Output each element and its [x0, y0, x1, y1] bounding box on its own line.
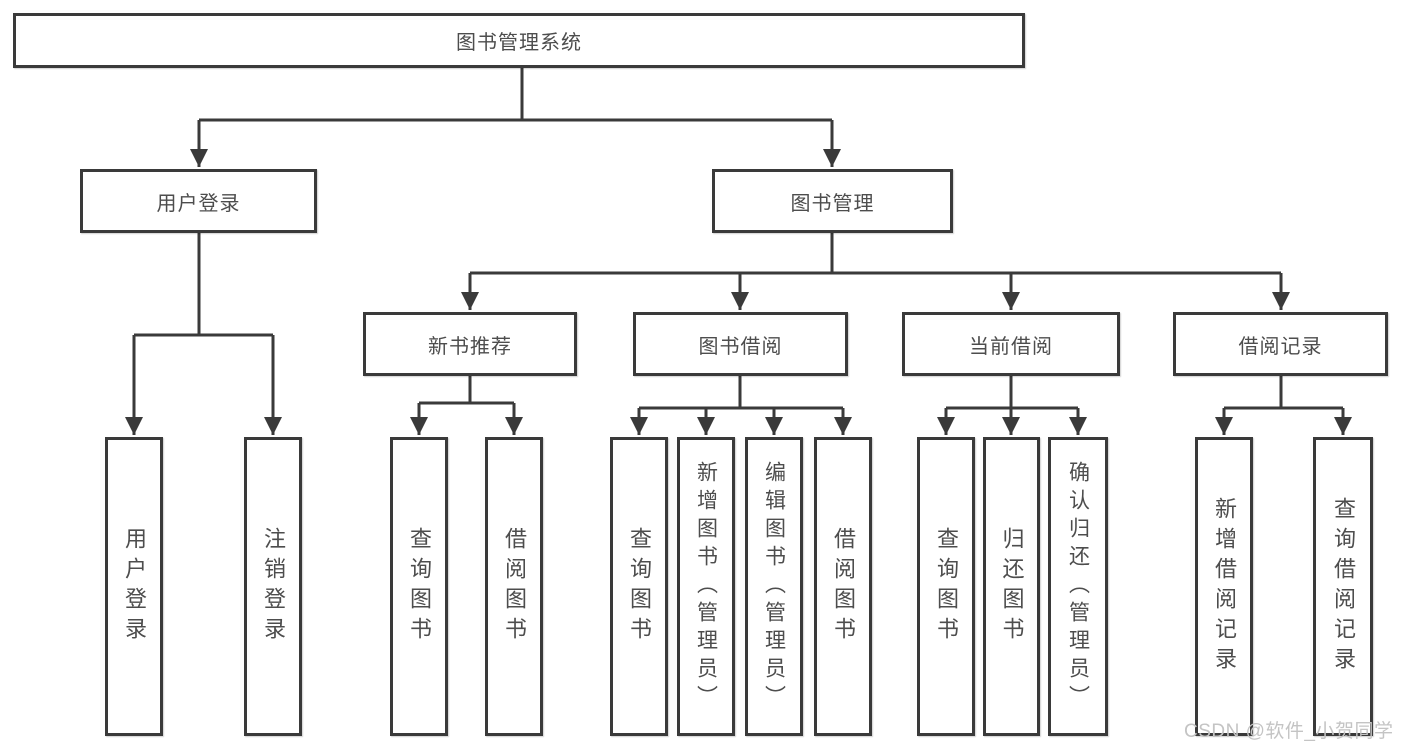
watermark: CSDN @软件_小贺同学 — [1184, 721, 1394, 742]
leaf-user-login-label: 用户登录 — [122, 526, 147, 647]
node-borrow-records: 借阅记录 — [1173, 312, 1388, 376]
leaf-add-books-admin-label: 新增图书（管理员） — [694, 460, 718, 713]
leaf-user-login: 用户登录 — [105, 437, 163, 736]
leaf-edit-books-admin: 编辑图书（管理员） — [745, 437, 803, 736]
node-user-login: 用户登录 — [80, 169, 317, 233]
leaf-query-books-2: 查询图书 — [610, 437, 668, 736]
node-library-system-label: 图书管理系统 — [456, 32, 582, 54]
node-library-system: 图书管理系统 — [13, 13, 1025, 68]
leaf-query-books-3-label: 查询图书 — [934, 526, 959, 647]
leaf-query-borrow-record: 查询借阅记录 — [1313, 437, 1373, 736]
leaf-borrow-books-2-label: 借阅图书 — [831, 526, 856, 647]
leaf-confirm-return-admin-label: 确认归还（管理员） — [1066, 460, 1090, 713]
leaf-return-books: 归还图书 — [983, 437, 1040, 736]
leaf-query-books-1-label: 查询图书 — [407, 526, 432, 647]
leaf-borrow-books-1: 借阅图书 — [485, 437, 543, 736]
leaf-query-books-2-label: 查询图书 — [627, 526, 652, 647]
leaf-return-books-label: 归还图书 — [999, 526, 1025, 647]
leaf-logout-label: 注销登录 — [261, 526, 286, 647]
leaf-add-borrow-record-label: 新增借阅记录 — [1212, 496, 1237, 677]
leaf-query-books-3: 查询图书 — [917, 437, 975, 736]
leaf-query-books-1: 查询图书 — [390, 437, 448, 736]
leaf-add-borrow-record: 新增借阅记录 — [1195, 437, 1253, 736]
leaf-borrow-books-1-label: 借阅图书 — [502, 526, 527, 647]
node-book-management-label: 图书管理 — [790, 192, 875, 215]
node-current-borrow-label: 当前借阅 — [969, 335, 1053, 358]
leaf-query-borrow-record-label: 查询借阅记录 — [1331, 496, 1356, 677]
node-current-borrow: 当前借阅 — [902, 312, 1120, 376]
node-book-borrow-label: 图书借阅 — [698, 335, 783, 358]
leaf-edit-books-admin-label: 编辑图书（管理员） — [762, 460, 786, 713]
leaf-logout: 注销登录 — [244, 437, 302, 736]
leaf-borrow-books-2: 借阅图书 — [814, 437, 872, 736]
leaf-confirm-return-admin: 确认归还（管理员） — [1048, 437, 1108, 736]
node-new-book-recommend-label: 新书推荐 — [428, 335, 512, 358]
leaf-add-books-admin: 新增图书（管理员） — [677, 437, 735, 736]
node-new-book-recommend: 新书推荐 — [363, 312, 577, 376]
node-user-login-label: 用户登录 — [156, 192, 241, 215]
node-book-management: 图书管理 — [712, 169, 953, 233]
node-book-borrow: 图书借阅 — [633, 312, 848, 376]
node-borrow-records-label: 借阅记录 — [1238, 335, 1323, 358]
